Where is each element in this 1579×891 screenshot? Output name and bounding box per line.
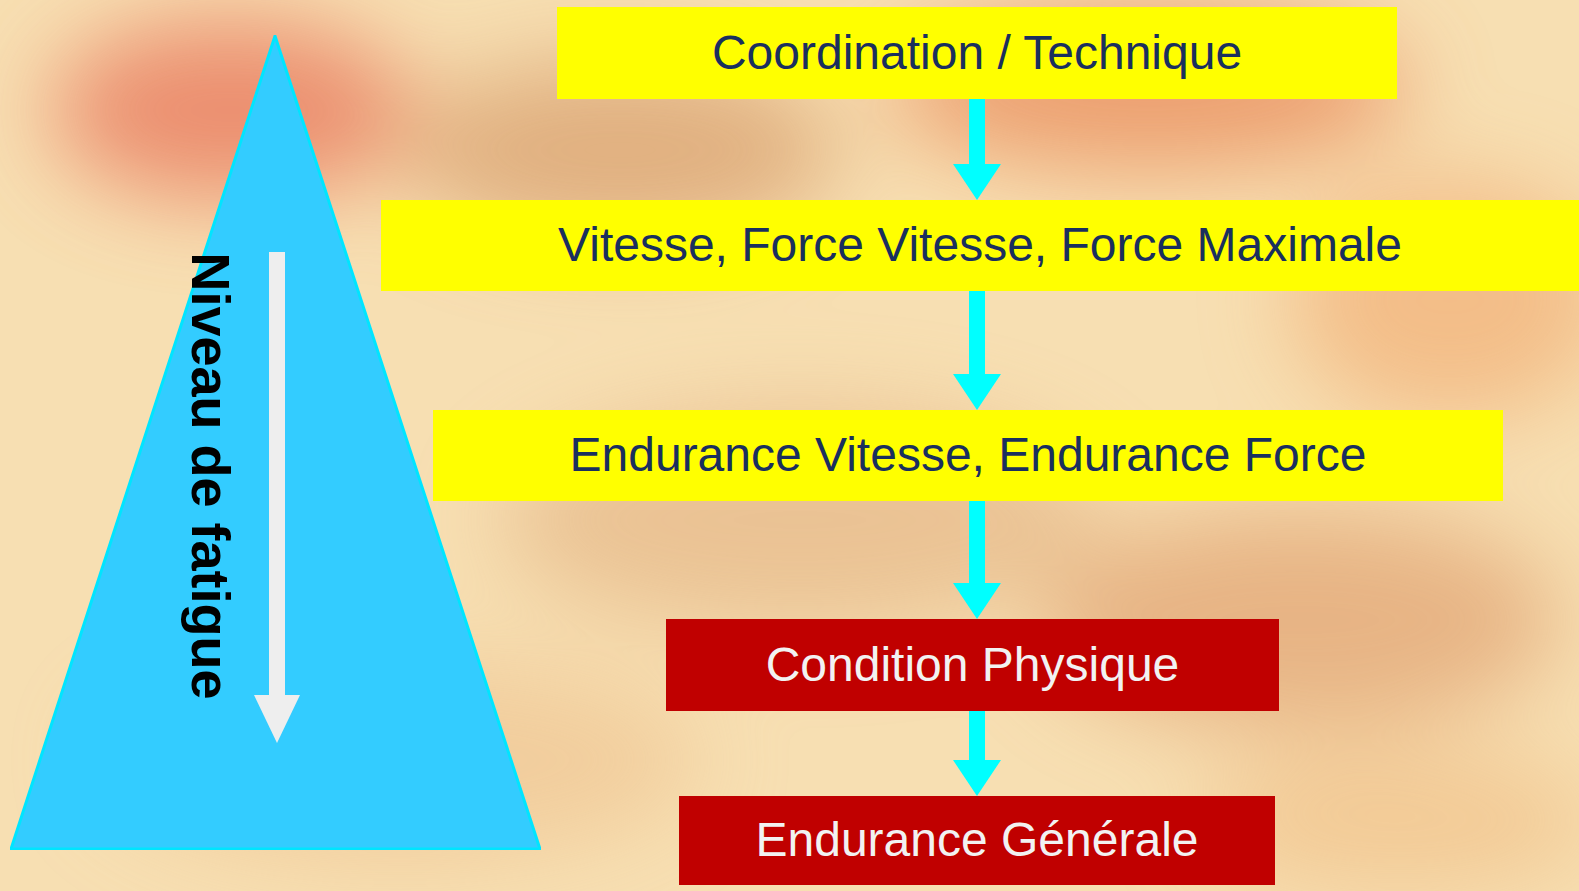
box-label: Coordination / Technique — [712, 27, 1242, 80]
yellow-box: Vitesse, Force Vitesse, Force Maximale — [381, 200, 1579, 291]
yellow-box: Coordination / Technique — [557, 7, 1397, 99]
red-box: Endurance Générale — [679, 796, 1275, 885]
box-label: Condition Physique — [766, 639, 1180, 692]
fatigue-arrow-head — [254, 695, 300, 743]
flow-arrow — [969, 99, 985, 164]
box-label: Vitesse, Force Vitesse, Force Maximale — [558, 219, 1402, 272]
red-box: Condition Physique — [666, 619, 1279, 711]
axis-label: Niveau de fatigue — [180, 252, 239, 699]
flow-arrow — [969, 501, 985, 583]
flow-arrow — [969, 291, 985, 374]
fatigue-arrow-shaft — [269, 252, 285, 697]
box-label: Endurance Vitesse, Endurance Force — [570, 429, 1367, 482]
yellow-box: Endurance Vitesse, Endurance Force — [433, 410, 1503, 501]
box-label: Endurance Générale — [756, 814, 1199, 867]
flow-arrow — [969, 711, 985, 760]
